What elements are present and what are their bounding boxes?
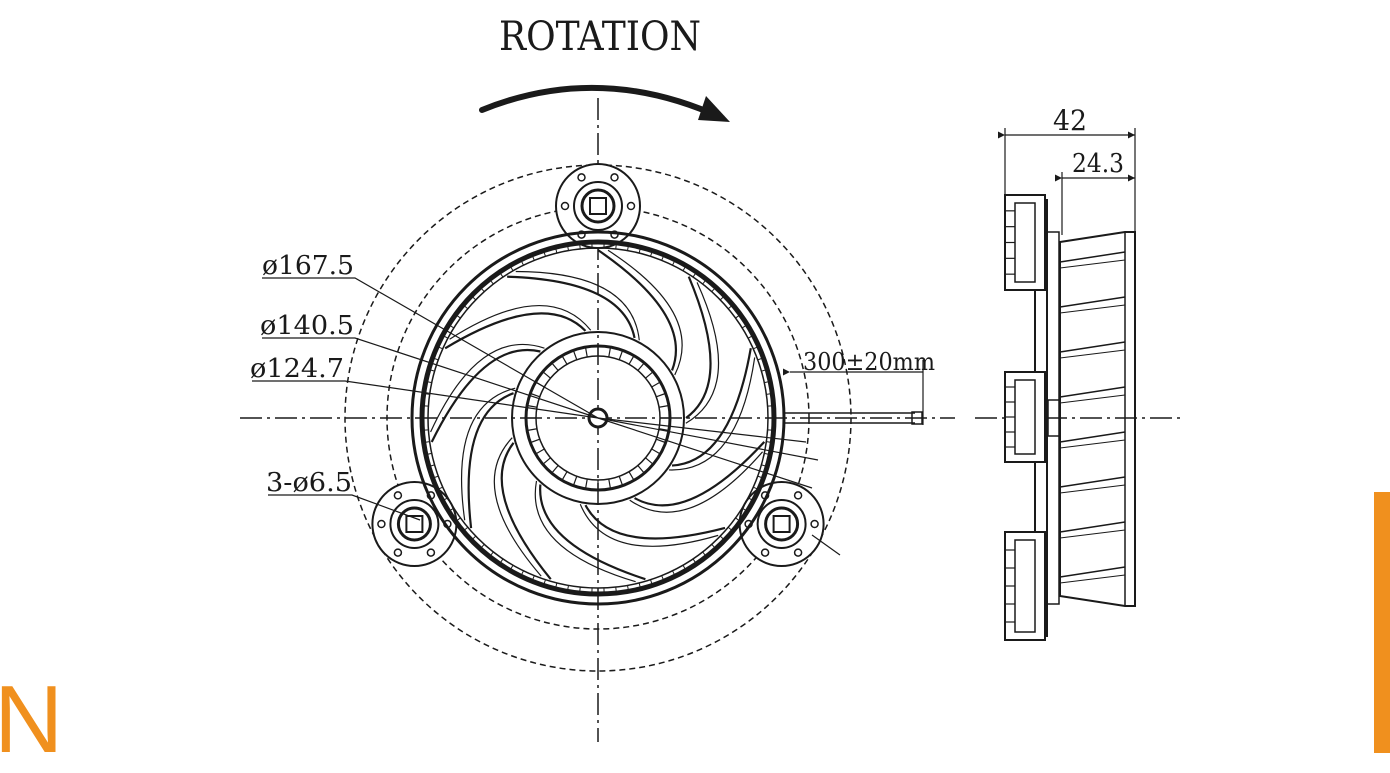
brand-accent-bar [1374, 492, 1390, 753]
impeller-blade [686, 277, 719, 424]
mounting-hole-label: 3-ø6.5 [266, 468, 352, 498]
diameter-140-label: ø140.5 [260, 311, 354, 341]
fan-technical-drawing: ROTATION [0, 0, 1390, 753]
side-lug-block [1005, 372, 1045, 462]
impeller-blade [535, 481, 645, 582]
impeller-blade [669, 348, 755, 470]
brand-letter: N [0, 672, 63, 768]
impeller-blade [598, 250, 682, 375]
impeller-depth-label: 24.3 [1072, 149, 1124, 179]
rotation-arrowhead [698, 96, 730, 122]
overall-depth-label: 42 [1053, 104, 1087, 137]
side-view [975, 128, 1180, 640]
side-lug-block [1005, 532, 1045, 640]
rotation-label: ROTATION [499, 14, 701, 60]
cable-length-label: 300±20mm [803, 348, 935, 376]
diameter-124-label: ø124.7 [250, 354, 344, 384]
rotation-arrow [482, 88, 722, 118]
diameter-167-label: ø167.5 [262, 251, 354, 281]
side-lug-block [1005, 195, 1045, 290]
